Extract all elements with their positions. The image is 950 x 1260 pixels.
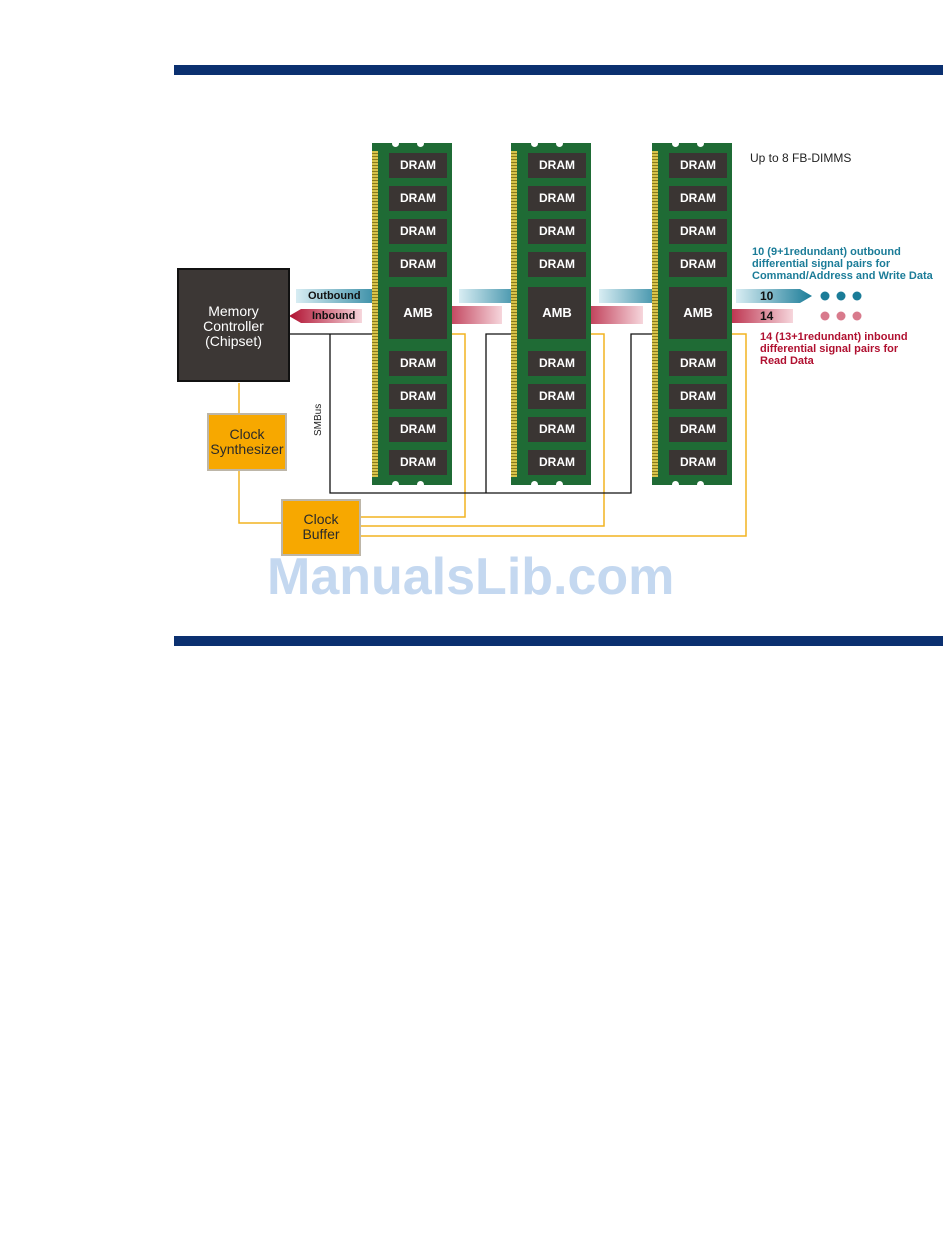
clock-synthesizer-line-2: Synthesizer: [210, 441, 284, 457]
dram-chip: DRAM: [669, 219, 727, 244]
dimm-count-label: Up to 8 FB-DIMMS: [750, 151, 852, 165]
fb-dimm-module-3: DRAM DRAM DRAM DRAM AMB DRAM DRAM DRAM D…: [652, 140, 732, 488]
dram-chip: DRAM: [389, 450, 447, 475]
inbound-dots: [820, 311, 862, 321]
dram-chip: DRAM: [669, 153, 727, 178]
dram-chip: DRAM: [669, 252, 727, 277]
dram-chip: DRAM: [389, 384, 447, 409]
dram-chip: DRAM: [528, 351, 586, 376]
dram-chip: DRAM: [669, 417, 727, 442]
outbound-description-line-2: differential signal pairs for: [752, 258, 891, 270]
clock-synthesizer-box: Clock Synthesizer: [207, 413, 287, 471]
dram-chip: DRAM: [389, 351, 447, 376]
dram-chip: DRAM: [669, 351, 727, 376]
outbound-pairs-count: 10: [760, 289, 774, 303]
inbound-label: Inbound: [312, 310, 356, 322]
top-rule: [174, 65, 943, 75]
memory-controller-line-2: Controller: [203, 318, 264, 334]
smbus-label: SMBus: [313, 403, 324, 436]
inbound-pairs-count: 14: [760, 309, 774, 323]
clock-buffer-line-1: Clock: [303, 511, 339, 527]
dram-chip: DRAM: [669, 384, 727, 409]
outbound-description-line-1: 10 (9+1redundant) outbound: [752, 246, 901, 258]
dram-chip: DRAM: [389, 252, 447, 277]
watermark: ManualsLib.com: [267, 548, 675, 606]
dram-chip: DRAM: [528, 219, 586, 244]
memory-controller-line-3: (Chipset): [205, 333, 262, 349]
dimm-contact-pins: [511, 151, 517, 477]
dram-chip: DRAM: [389, 417, 447, 442]
inbound-description: 14 (13+1redundant) inbound differential …: [760, 331, 908, 367]
bottom-rule: [174, 636, 943, 646]
amb-chip: AMB: [528, 287, 586, 339]
dram-chip: DRAM: [528, 252, 586, 277]
fb-dimm-module-1: DRAM DRAM DRAM DRAM AMB DRAM DRAM DRAM D…: [372, 140, 452, 488]
dram-chip: DRAM: [389, 186, 447, 211]
outbound-dots: [820, 291, 862, 301]
clock-buffer-box: Clock Buffer: [281, 499, 361, 556]
dimm-contact-pins: [652, 151, 658, 477]
inbound-description-line-1: 14 (13+1redundant) inbound: [760, 331, 908, 343]
amb-chip: AMB: [389, 287, 447, 339]
outbound-description-line-3: Command/Address and Write Data: [752, 270, 933, 282]
outbound-description: 10 (9+1redundant) outbound differential …: [752, 246, 933, 282]
dram-chip: DRAM: [669, 186, 727, 211]
clock-synthesizer-line-1: Clock: [229, 426, 265, 442]
dram-chip: DRAM: [528, 384, 586, 409]
dram-chip: DRAM: [389, 219, 447, 244]
dram-chip: DRAM: [528, 153, 586, 178]
amb-chip: AMB: [669, 287, 727, 339]
memory-controller-line-1: Memory: [208, 303, 259, 319]
outbound-label: Outbound: [308, 290, 361, 302]
inbound-description-line-2: differential signal pairs for: [760, 343, 899, 355]
dimm-contact-pins: [372, 151, 378, 477]
dram-chip: DRAM: [528, 186, 586, 211]
inbound-description-line-3: Read Data: [760, 355, 814, 367]
dram-chip: DRAM: [528, 417, 586, 442]
smbus-lines: [290, 333, 668, 494]
memory-controller-box: Memory Controller (Chipset): [177, 268, 290, 382]
dram-chip: DRAM: [389, 153, 447, 178]
clock-buffer-line-2: Buffer: [302, 526, 340, 542]
clock-lines: [238, 333, 747, 537]
dram-chip: DRAM: [528, 450, 586, 475]
dram-chip: DRAM: [669, 450, 727, 475]
fb-dimm-module-2: DRAM DRAM DRAM DRAM AMB DRAM DRAM DRAM D…: [511, 140, 591, 488]
